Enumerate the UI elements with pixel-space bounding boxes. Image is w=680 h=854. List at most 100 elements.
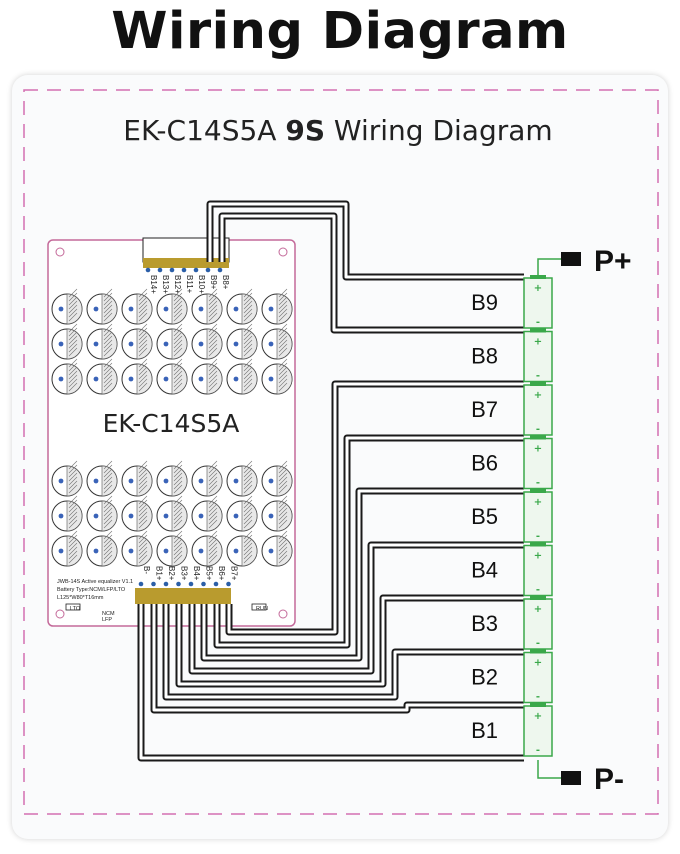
- capacitor: [156, 530, 188, 567]
- capacitor: [261, 495, 293, 532]
- svg-text:+: +: [534, 711, 542, 722]
- bottom-pin-label: B-: [142, 566, 151, 574]
- capacitor: [156, 288, 188, 325]
- capacitor: [121, 358, 153, 395]
- board-info-line-3: L125*W80*T16mm: [57, 595, 104, 601]
- bottom-pin-label: B6+: [217, 566, 226, 581]
- bottom-pin: B4+: [188, 566, 201, 587]
- capacitor: [156, 495, 188, 532]
- battery-cell: +-B6: [471, 435, 553, 490]
- capacitor: [86, 530, 118, 567]
- wire-bottom-6: [150, 604, 524, 714]
- top-pin-label: B10+: [197, 275, 206, 294]
- svg-text:-: -: [536, 317, 540, 328]
- mode-switch: [65, 603, 81, 611]
- svg-text:-: -: [536, 478, 540, 489]
- positive-terminal-block: [561, 252, 581, 266]
- cell-label: B8: [471, 344, 498, 369]
- capacitor: [191, 358, 223, 395]
- battery-cell: + - B9: [471, 275, 553, 329]
- cell-label: B1: [471, 718, 498, 743]
- svg-text:+: +: [534, 497, 542, 508]
- capacitor: [156, 323, 188, 360]
- negative-terminal-block: [561, 771, 581, 785]
- top-pin: B13+: [157, 267, 170, 294]
- battery-cell: +-B1: [471, 703, 553, 757]
- wire-bottom-5: [162, 604, 524, 701]
- svg-text:-: -: [536, 371, 540, 382]
- battery-cell: +-B7: [471, 382, 553, 436]
- battery-cell: +-B5: [471, 489, 553, 543]
- positive-terminal-label: P+: [594, 245, 632, 278]
- wire-bottom-1: [213, 434, 524, 649]
- capacitor: [51, 288, 83, 325]
- svg-text:+: +: [534, 604, 542, 615]
- board-info-line-1: JWB-14S Active equalizer V1.1: [57, 579, 133, 585]
- bottom-pin-label: B1+: [155, 566, 164, 581]
- top-pin: B11+: [181, 267, 194, 294]
- capacitor: [156, 460, 188, 497]
- mount-hole: [55, 247, 65, 257]
- switch-label-ncm: NCM: [102, 611, 115, 617]
- board-model-label: EK-C14S5A: [103, 409, 240, 438]
- top-pin-label: B9+: [209, 275, 218, 290]
- bottom-pin: B-: [138, 566, 151, 587]
- top-pin: B10+: [193, 267, 206, 294]
- svg-text:+: +: [534, 283, 542, 294]
- bottom-pin: B5+: [201, 566, 214, 587]
- capacitor: [261, 358, 293, 395]
- negative-lead: [537, 760, 561, 779]
- capacitor: [226, 530, 258, 567]
- switch-label-lto: LTO: [70, 606, 81, 612]
- top-pin-label: B12+: [173, 275, 182, 294]
- capacitor: [51, 460, 83, 497]
- capacitor: [86, 460, 118, 497]
- capacitor: [191, 288, 223, 325]
- bottom-pin-label: B4+: [192, 566, 201, 581]
- bottom-pin-label: B7+: [230, 566, 239, 581]
- cell-label: B7: [471, 397, 498, 422]
- capacitor: [156, 358, 188, 395]
- main-title: Wiring Diagram: [111, 2, 569, 61]
- top-pin-label: B8+: [221, 275, 230, 290]
- capacitor: [191, 323, 223, 360]
- capacitor: [261, 530, 293, 567]
- diagram-subtitle: EK-C14S5A 9S Wiring Diagram: [123, 114, 552, 147]
- mount-hole: [55, 609, 65, 619]
- mount-hole: [278, 247, 288, 257]
- svg-text:+: +: [534, 658, 542, 669]
- battery-cell: +-B4: [471, 542, 553, 597]
- capacitor: [51, 358, 83, 395]
- switch-label-lfp: LFP: [102, 617, 112, 623]
- svg-text:-: -: [536, 692, 540, 703]
- cell-label: B9: [471, 290, 498, 315]
- bottom-pin: B3+: [176, 566, 189, 587]
- top-connector-pins: [143, 258, 229, 268]
- run-switch: [251, 603, 267, 611]
- capacitor: [51, 495, 83, 532]
- battery-cell: +-B8: [471, 328, 553, 383]
- wire-bottom-2: [200, 487, 524, 662]
- bottom-connector-pins: [135, 588, 231, 604]
- bottom-pin: B2+: [163, 566, 176, 587]
- bottom-pin-label: B3+: [180, 566, 189, 581]
- top-pin: B14+: [145, 267, 158, 294]
- battery-cell: + - B2: [471, 649, 553, 704]
- cell-label: B5: [471, 504, 498, 529]
- capacitor: [191, 495, 223, 532]
- svg-text:-: -: [536, 585, 540, 596]
- capacitor: [86, 323, 118, 360]
- top-pin: B12+: [169, 267, 182, 294]
- bottom-pin-label: B2+: [167, 566, 176, 581]
- cell-label: B3: [471, 611, 498, 636]
- top-pin: B9+: [205, 267, 218, 290]
- capacitor: [51, 323, 83, 360]
- top-pin-label: B13+: [161, 275, 170, 294]
- cell-label: B2: [471, 665, 498, 690]
- bottom-pin-label: B5+: [205, 566, 214, 581]
- board-info-line-2: Battery Type:NCM/LFP/LTO: [57, 587, 126, 593]
- wire-b9-plus: [206, 200, 524, 281]
- wire-bottom-3: [188, 541, 524, 675]
- mount-hole: [278, 609, 288, 619]
